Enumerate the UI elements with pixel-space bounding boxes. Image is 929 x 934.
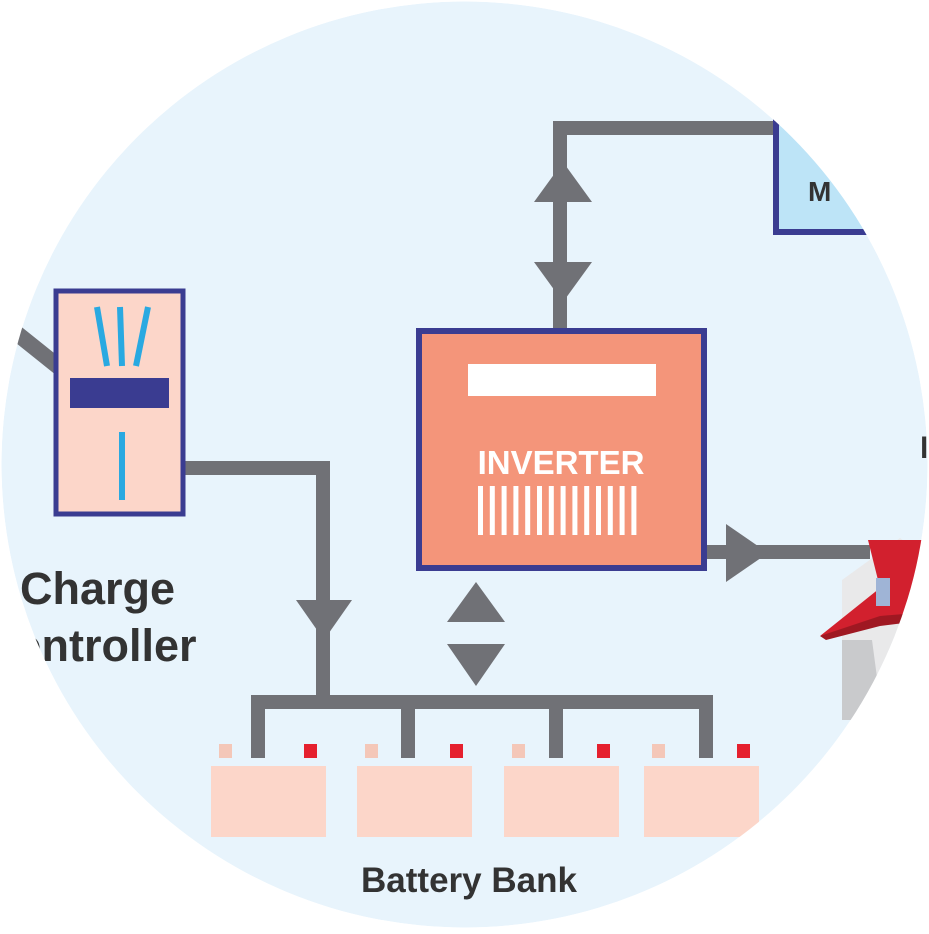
battery-terminal-positive: [597, 744, 610, 758]
battery: [357, 744, 472, 837]
inverter-vent-slot: [584, 486, 590, 535]
controller-bar: [70, 378, 169, 408]
inverter-vent-slot: [525, 486, 531, 535]
battery-body: [357, 766, 472, 837]
battery-terminal-negative: [652, 744, 665, 758]
battery: [504, 744, 619, 837]
inverter-vent-slot: [548, 486, 554, 535]
controller-ray-center: [117, 306, 125, 367]
charge-controller: [53, 288, 186, 517]
battery-terminal-negative: [512, 744, 525, 758]
inverter-vent-slot: [607, 486, 613, 535]
inverter-vent-slot: [596, 486, 601, 535]
arrow-down-to-batteries: [447, 644, 505, 686]
inverter-label: INVERTER: [478, 444, 645, 481]
arrow-up-to-meter: [534, 162, 592, 202]
battery-terminal-positive: [737, 744, 750, 758]
house-roof: [820, 540, 928, 636]
battery-terminal-negative: [219, 744, 232, 758]
battery-terminal-positive: [450, 744, 463, 758]
arrow-right-to-house: [726, 524, 768, 582]
inverter-vent-slot: [631, 486, 637, 535]
arrow-down-to-battery-bus: [296, 600, 352, 640]
inverter: [416, 328, 707, 571]
inverter-vent-slot: [560, 486, 566, 535]
inverter-vent-slot: [572, 486, 578, 535]
meter-label-partial: M: [808, 176, 831, 207]
charge-controller-label-line1: Charge: [20, 563, 175, 614]
right-edge-partial-label: l: [920, 432, 928, 465]
inverter-vent-slot: [513, 486, 519, 535]
battery: [644, 744, 759, 837]
battery-body: [504, 766, 619, 837]
battery-terminal-positive: [304, 744, 317, 758]
battery-terminal-negative: [365, 744, 378, 758]
battery-body: [644, 766, 759, 837]
arrow-down-from-meter: [534, 262, 592, 302]
wire-battery-bus: [251, 695, 713, 758]
battery-body: [211, 766, 326, 837]
inverter-vent-slot: [478, 486, 483, 535]
battery: [211, 744, 326, 837]
inverter-display: [468, 364, 656, 396]
inverter-vent-slot: [537, 486, 542, 535]
inverter-vent-slot: [619, 486, 625, 535]
inverter-vent-slot: [489, 486, 495, 535]
controller-ray-left: [94, 306, 110, 367]
battery-bank-label: Battery Bank: [361, 861, 577, 900]
inverter-vents: [478, 486, 637, 535]
controller-ray-right: [133, 306, 151, 367]
arrow-up-to-inverter: [447, 582, 505, 622]
battery-bank: [211, 744, 759, 837]
inverter-vent-slot: [501, 486, 507, 535]
house-window: [876, 578, 890, 606]
arrows: [296, 162, 768, 686]
